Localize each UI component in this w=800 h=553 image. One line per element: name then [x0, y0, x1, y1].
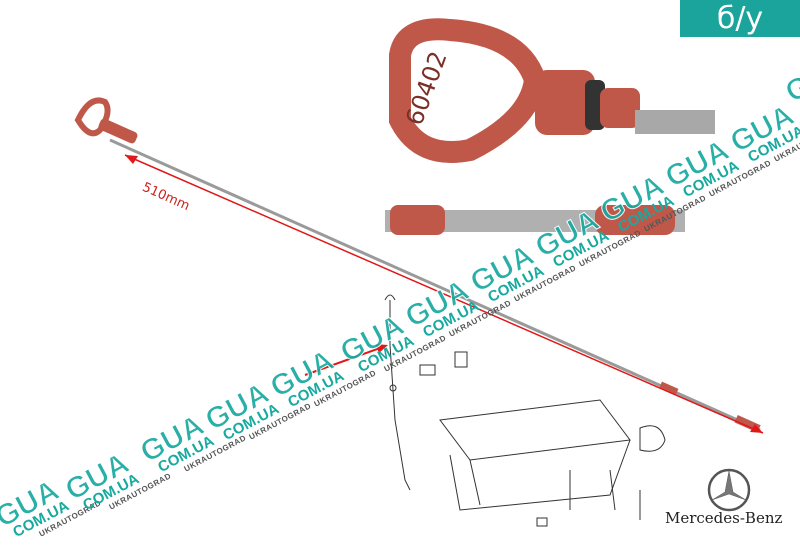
brand-name: Mercedes-Benz — [665, 509, 783, 527]
condition-badge: б/у — [680, 0, 800, 37]
handle-closeup — [389, 18, 547, 163]
dipstick-grip — [98, 118, 138, 144]
product-photo: 60402 — [74, 18, 764, 527]
diagram-pointer-arrow — [304, 346, 384, 376]
parts-diagram — [384, 294, 666, 527]
dimension-arrow — [124, 154, 764, 434]
dipstick-handle — [74, 97, 111, 137]
mercedes-star-logo — [707, 468, 751, 512]
dipstick-rod — [109, 138, 761, 432]
